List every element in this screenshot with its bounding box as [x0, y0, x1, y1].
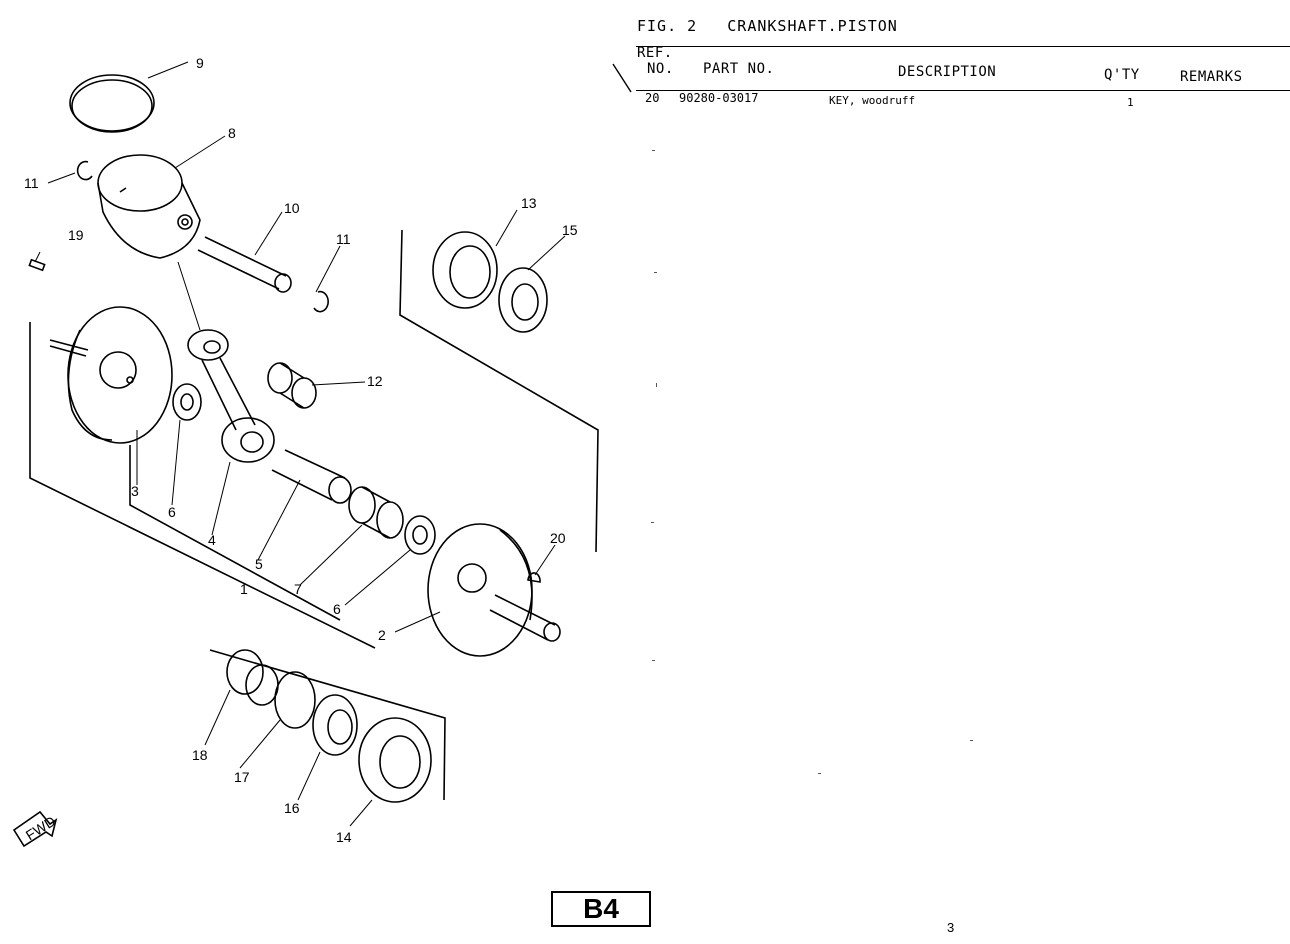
- spacer-18-illustration: [226, 649, 279, 706]
- column-header-remarks: REMARKS: [1180, 69, 1243, 85]
- callout-6a: 6: [168, 504, 176, 520]
- washer-right-illustration: [404, 515, 436, 555]
- scan-speck: [818, 773, 821, 774]
- column-header-ref: REF.: [637, 45, 673, 61]
- column-header-ref-no: NO.: [647, 61, 674, 77]
- callout-20: 20: [550, 530, 566, 546]
- crank-pin-illustration: [271, 449, 352, 504]
- row-ref-no: 20: [645, 91, 660, 105]
- callout-15: 15: [562, 222, 578, 238]
- key-left-illustration: [28, 258, 46, 272]
- callout-11b: 11: [336, 231, 351, 247]
- scan-speck: [656, 383, 657, 387]
- row-description: KEY, woodruff: [829, 94, 916, 107]
- callout-7: 7: [294, 581, 302, 597]
- circlip-left-illustration: [76, 160, 93, 181]
- callout-4: 4: [208, 532, 216, 548]
- scan-speck: [652, 150, 655, 151]
- callout-3: 3: [131, 483, 139, 499]
- fwd-arrow-icon: [12, 810, 58, 848]
- page-number: 3: [947, 920, 955, 935]
- header-rule-top: [636, 46, 1290, 47]
- callout-8: 8: [228, 125, 236, 141]
- crankshaft-assembly-bracket: [29, 322, 376, 649]
- oil-seal-15-illustration: [498, 267, 548, 333]
- callout-2: 2: [378, 627, 386, 643]
- callout-10: 10: [284, 200, 300, 216]
- column-header-description: DESCRIPTION: [898, 64, 997, 80]
- circlip-right-illustration: [313, 290, 329, 313]
- circlip-17-illustration: [274, 671, 316, 729]
- callout-19: 19: [68, 227, 84, 243]
- piston-ring-illustration: [69, 74, 155, 133]
- callout-12: 12: [367, 373, 383, 389]
- callout-1: 1: [240, 581, 248, 597]
- scan-speck: [652, 660, 655, 661]
- bearing-13-illustration: [432, 231, 498, 309]
- callout-17: 17: [234, 769, 250, 785]
- figure-title: FIG. 2 CRANKSHAFT.PISTON: [637, 17, 898, 35]
- column-header-qty: Q'TY: [1104, 67, 1140, 83]
- callout-5: 5: [255, 556, 263, 572]
- fwd-label: FWD: [23, 813, 59, 843]
- bearing-group-frame-upper: [399, 229, 599, 553]
- callout-18: 18: [192, 747, 208, 763]
- callout-6b: 6: [333, 601, 341, 617]
- bearing-14-illustration: [358, 717, 432, 803]
- big-end-bearing-illustration: [348, 486, 404, 539]
- piston-illustration: [97, 154, 201, 259]
- scan-speck: [654, 272, 657, 273]
- small-end-bearing-illustration: [267, 362, 317, 409]
- exploded-parts-diagram: 9 8 11 10 11 19 13 15 12 3 6 4 5 1 7 6 2…: [12, 55, 599, 848]
- revision-check-mark: [612, 63, 632, 93]
- washer-left-illustration: [172, 383, 202, 421]
- piston-pin-illustration: [197, 236, 292, 293]
- section-badge: B4: [551, 891, 651, 927]
- callout-16: 16: [284, 800, 300, 816]
- scan-speck: [970, 740, 973, 741]
- header-rule-bottom: [636, 90, 1290, 91]
- scan-speck: [651, 522, 654, 523]
- connecting-rod-illustration: [187, 329, 275, 463]
- row-part-no: 90280-03017: [679, 91, 759, 105]
- crank-half-right-illustration: [427, 523, 561, 657]
- callout-13: 13: [521, 195, 537, 211]
- callout-9: 9: [196, 55, 204, 71]
- oil-seal-16-illustration: [312, 694, 358, 756]
- column-header-part-no: PART NO.: [703, 61, 775, 77]
- callout-11a: 11: [24, 175, 39, 191]
- row-qty: 1: [1127, 96, 1134, 109]
- callout-14: 14: [336, 829, 352, 845]
- crank-half-left-illustration: [49, 306, 173, 444]
